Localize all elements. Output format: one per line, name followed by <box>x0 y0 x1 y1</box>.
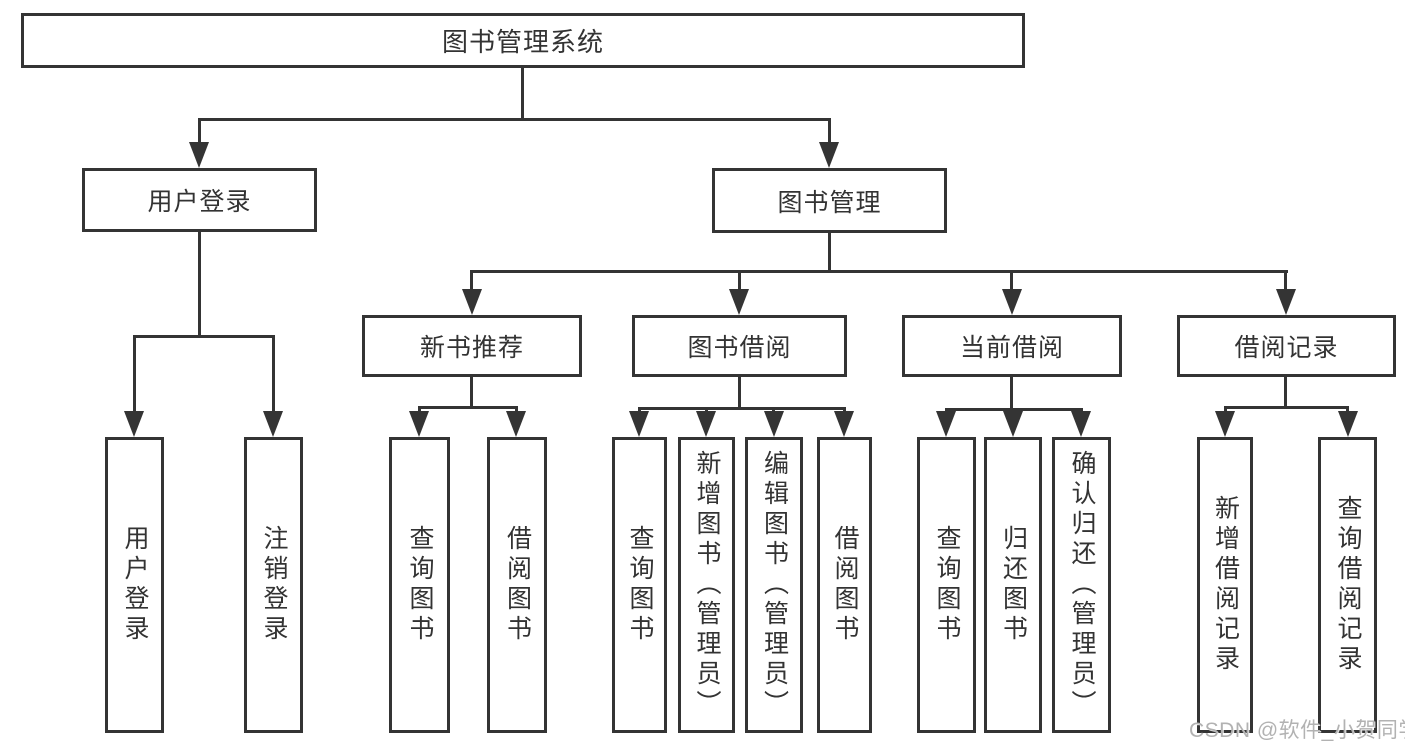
leaf-confirm-return-admin: 确认归还（管理员） <box>1052 437 1111 733</box>
connector-user-login-crossbar <box>133 335 275 338</box>
leaf-logout-login: 注销登录 <box>244 437 303 733</box>
arrow-down-icon <box>263 411 283 437</box>
arrow-down-icon <box>1003 411 1023 437</box>
connector-root-stem <box>521 68 524 118</box>
connector-bb-stem <box>738 377 741 407</box>
connector-root-crossbar <box>198 118 831 121</box>
arrow-down-icon <box>189 142 209 168</box>
connector-br-crossbar <box>1224 406 1349 409</box>
arrow-down-icon <box>696 411 716 437</box>
arrow-down-icon <box>1276 289 1296 315</box>
csdn-watermark: CSDN @软件_小贺同学 <box>1189 719 1405 742</box>
leaf-borrow-books-recommend: 借阅图书 <box>487 437 547 733</box>
leaf-query-books-borrowing: 查询图书 <box>612 437 667 733</box>
connector-drop-new-book-rec <box>470 270 473 290</box>
leaf-return-books: 归还图书 <box>984 437 1042 733</box>
connector-drop-current-borrow <box>1010 270 1013 290</box>
leaf-query-books-current: 查询图书 <box>917 437 976 733</box>
connector-drop <box>1346 406 1349 414</box>
arrow-down-icon <box>506 411 526 437</box>
arrow-down-icon <box>764 411 784 437</box>
arrow-down-icon <box>462 289 482 315</box>
connector-drop-book-mgmt <box>828 118 831 144</box>
branch-book-borrowing: 图书借阅 <box>632 315 847 377</box>
connector-drop-book-borrow <box>738 270 741 290</box>
node-root-system: 图书管理系统 <box>21 13 1025 68</box>
branch-current-borrowing: 当前借阅 <box>902 315 1122 377</box>
arrow-down-icon <box>834 411 854 437</box>
connector-drop <box>1224 406 1227 414</box>
branch-user-login: 用户登录 <box>82 168 317 232</box>
connector-drop-user-login <box>198 118 201 144</box>
arrow-down-icon <box>729 289 749 315</box>
arrow-down-icon <box>124 411 144 437</box>
leaf-edit-books-admin: 编辑图书（管理员） <box>745 437 803 733</box>
connector-nbr-stem <box>470 377 473 406</box>
connector-drop-leaf-user-login <box>133 335 136 413</box>
connector-drop-borrow-records <box>1284 270 1287 290</box>
leaf-query-borrow-record: 查询借阅记录 <box>1318 437 1377 733</box>
connector-cb-stem <box>1010 377 1013 408</box>
connector-drop <box>843 407 846 414</box>
connector-br-stem <box>1284 377 1287 406</box>
connector-nbr-crossbar <box>418 406 518 409</box>
leaf-user-login: 用户登录 <box>105 437 164 733</box>
connector-user-login-stem <box>198 232 201 335</box>
connector-drop <box>772 407 775 414</box>
leaf-add-borrow-record: 新增借阅记录 <box>1197 437 1253 733</box>
branch-new-book-recommendation: 新书推荐 <box>362 315 582 377</box>
leaf-borrow-books: 借阅图书 <box>817 437 872 733</box>
leaf-add-books-admin: 新增图书（管理员） <box>678 437 735 733</box>
branch-book-management: 图书管理 <box>712 168 947 233</box>
arrow-down-icon <box>409 411 429 437</box>
connector-drop <box>638 407 641 414</box>
connector-book-mgmt-crossbar <box>471 270 1288 273</box>
arrow-down-icon <box>1215 411 1235 437</box>
connector-drop <box>705 407 708 414</box>
connector-drop <box>515 406 518 414</box>
arrow-down-icon <box>629 411 649 437</box>
connector-cb-crossbar <box>945 408 1083 411</box>
leaf-query-books-recommend: 查询图书 <box>389 437 450 733</box>
arrow-down-icon <box>1338 411 1358 437</box>
connector-book-mgmt-stem <box>828 233 831 270</box>
arrow-down-icon <box>1002 289 1022 315</box>
arrow-down-icon <box>936 411 956 437</box>
connector-drop <box>418 406 421 414</box>
branch-borrowing-records: 借阅记录 <box>1177 315 1396 377</box>
connector-bb-crossbar <box>638 407 846 410</box>
connector-drop-leaf-logout <box>272 335 275 413</box>
arrow-down-icon <box>1071 411 1091 437</box>
arrow-down-icon <box>819 142 839 168</box>
